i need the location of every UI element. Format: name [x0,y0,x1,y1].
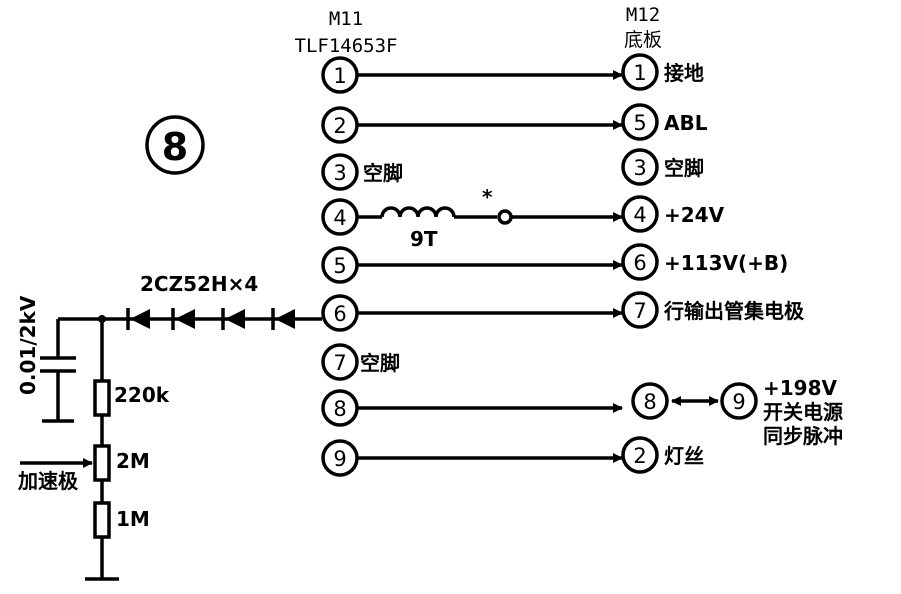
right-pin-8: 8 [631,382,669,420]
left-pins: 1 2 3 空脚 4 5 6 7 空脚 8 9 [321,56,403,477]
svg-text:7: 7 [333,351,346,375]
resistor-2m-label: 2M [116,449,150,473]
diode-chain: 2CZ52H×4 [102,272,322,330]
extra-pin-voltage: +198V [763,376,838,400]
left-header-id: M11 [329,8,363,30]
right-pin-label: 空脚 [664,156,704,180]
svg-text:7: 7 [633,299,646,323]
svg-text:6: 6 [633,251,646,275]
left-pin-4: 4 [321,198,359,236]
resistor-1m [93,501,111,539]
right-pin-ground: 1 接地 [621,53,704,91]
resistor-220k-label: 220k [114,383,170,407]
right-pin-24v: 4 +24V [621,195,725,233]
capacitor: 0.01/2kV [16,295,102,423]
right-pin-label: 灯丝 [664,444,704,468]
left-pin-3-note: 空脚 [363,161,403,185]
svg-text:3: 3 [333,161,346,185]
svg-text:2: 2 [633,444,646,468]
right-pin-unused: 3 空脚 [621,148,704,186]
right-pin-label: 行输出管集电极 [663,299,805,323]
svg-text:8: 8 [333,397,346,421]
right-pin-abl: 5 ABL [621,103,708,141]
diode [126,308,150,330]
svg-text:8: 8 [643,390,656,414]
inductor-turns-label: 9T [410,227,438,251]
capacitor-label: 0.01/2kV [16,295,40,395]
right-pin-filament: 2 灯丝 [621,436,704,474]
right-pin-label: ABL [664,111,708,135]
svg-text:1: 1 [633,61,646,85]
left-pin-5: 5 [321,246,359,284]
polarity-mark: * [482,185,493,209]
svg-text:1: 1 [333,64,346,88]
accel-label: 加速极 [17,469,79,493]
left-pin-6: 6 [321,294,359,332]
extra-pin-source: 开关电源 [763,400,843,424]
diodes-label: 2CZ52H×4 [140,272,258,296]
svg-text:3: 3 [633,156,646,180]
inductor: 9T * [357,185,623,251]
right-pins: 1 接地 5 ABL 3 空脚 4 +24V 6 +113V(+B) 7 行输出… [621,53,843,474]
extra-pin-sync: 同步脉冲 [763,424,843,448]
left-pin-8: 8 [321,389,359,427]
svg-text:9: 9 [732,390,745,414]
diode [171,308,195,330]
svg-text:5: 5 [333,254,346,278]
diode [221,308,245,330]
right-pin-label: +113V(+B) [664,251,788,275]
resistor-2m [93,444,111,482]
svg-text:6: 6 [333,302,346,326]
resistor-220k [93,379,111,417]
diode [271,308,295,330]
figure-label-text: 8 [162,125,188,169]
right-pin-label: 接地 [664,61,704,85]
resistor-1m-label: 1M [116,507,150,531]
svg-text:9: 9 [333,447,346,471]
left-pin-7: 7 空脚 [321,343,400,381]
left-pin-1: 1 [321,56,359,94]
resistor-chain: 220k 2M 1M 加速极 [17,315,170,581]
right-header-board: 底板 [624,29,662,51]
right-header-id: M12 [626,4,660,26]
right-pin-label: +24V [664,203,725,227]
left-pin-7-note: 空脚 [360,351,400,375]
svg-text:5: 5 [633,111,646,135]
left-pin-2: 2 [321,106,359,144]
left-header-part: TLF14653F [295,35,398,57]
right-pin-113v: 6 +113V(+B) [621,243,788,281]
svg-text:2: 2 [333,114,346,138]
left-pin-9: 9 [321,439,359,477]
svg-text:4: 4 [633,203,646,227]
right-pin-collector: 7 行输出管集电极 [621,291,805,329]
left-pin-3: 3 空脚 [321,153,403,191]
svg-text:4: 4 [333,206,346,230]
figure-label: 8 [145,115,205,175]
extra-pin-9: 9 +198V 开关电源 同步脉冲 [720,376,843,448]
